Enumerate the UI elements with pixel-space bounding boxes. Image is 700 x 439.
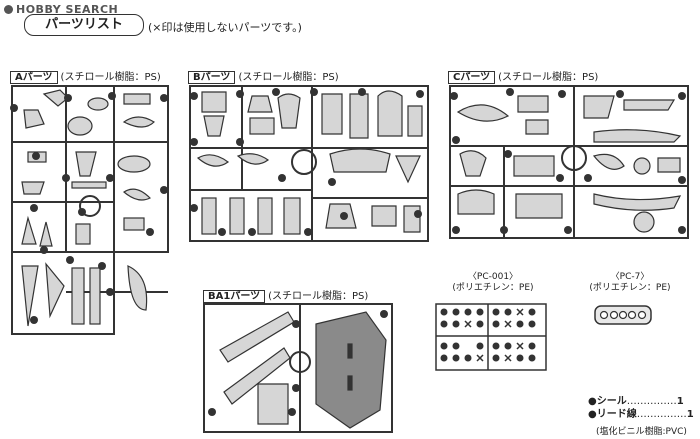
runner-pc001-diagram xyxy=(435,303,547,371)
lead-wire-material: (塩化ビニル樹脂:PVC) xyxy=(596,427,687,437)
title-note: (×印は使用しないパーツです。) xyxy=(148,21,302,34)
logo-mark-icon xyxy=(4,5,13,14)
hobby-search-logo: HOBBY SEARCH xyxy=(4,3,118,16)
runner-ba1-label: BA1パーツ(スチロール樹脂：PS) xyxy=(203,287,368,303)
runner-c-label: Cパーツ(スチロール樹脂：PS) xyxy=(448,68,598,84)
seal-row: ●シール……………1 xyxy=(588,396,684,407)
runner-pc001-label: 〈PC-001〉(ポリエチレン：PE) xyxy=(452,272,534,293)
runner-b-label: Bパーツ(スチロール樹脂：PS) xyxy=(188,68,339,84)
runner-a-label: Aパーツ(スチロール樹脂：PS) xyxy=(10,68,161,84)
runner-b-diagram xyxy=(189,85,429,242)
runner-ba1-diagram xyxy=(203,303,393,433)
lead-wire-row: ●リード線……………1 xyxy=(588,409,694,420)
runner-a-diagram xyxy=(10,85,169,335)
runner-pc7-label: 〈PC-7〉(ポリエチレン：PE) xyxy=(589,272,671,293)
runner-pc7-diagram xyxy=(594,305,652,325)
page-title: パーツリスト xyxy=(24,14,144,36)
runner-c-diagram xyxy=(449,85,689,239)
